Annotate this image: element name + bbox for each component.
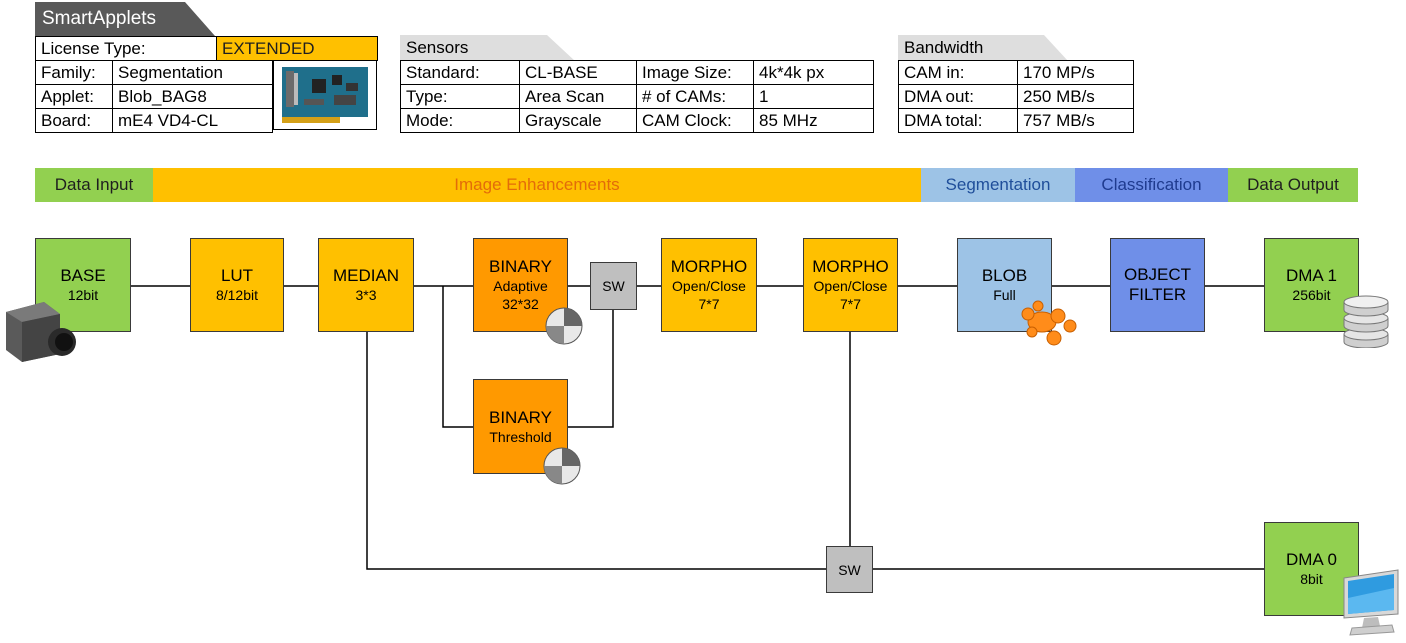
morpho1-title: MORPHO bbox=[670, 257, 748, 276]
database-icon bbox=[1340, 292, 1392, 349]
applet-info-table: License Type: EXTENDED bbox=[35, 36, 378, 61]
morpho2-sub2: 7*7 bbox=[839, 296, 862, 312]
dma1-sub: 256bit bbox=[1292, 287, 1331, 303]
monitor-icon bbox=[1338, 568, 1404, 638]
binary-adaptive-sub2: 32*32 bbox=[502, 296, 539, 312]
frame-grabber-board-icon bbox=[273, 60, 377, 130]
standard-value: CL-BASE bbox=[519, 60, 637, 85]
binary-threshold-title: BINARY bbox=[489, 407, 552, 427]
switch-2[interactable]: SW bbox=[826, 546, 873, 593]
sensors-title: Sensors bbox=[400, 35, 575, 61]
applet-value: Blob_BAG8 bbox=[112, 84, 273, 109]
binary-adaptive-sub1: Adaptive bbox=[493, 278, 548, 294]
binary-adaptive-block[interactable]: BINARY Adaptive 32*32 bbox=[473, 238, 568, 332]
board-value: mE4 VD4-CL bbox=[112, 108, 273, 133]
phase-image-enhancements: Image Enhancements bbox=[153, 168, 921, 202]
base-title: BASE bbox=[60, 266, 106, 285]
dma-out-value: 250 MB/s bbox=[1017, 84, 1134, 109]
type-label: Type: bbox=[400, 84, 520, 109]
lut-title: LUT bbox=[220, 266, 254, 285]
grayscale-disc-icon bbox=[542, 446, 582, 486]
blob-sub: Full bbox=[993, 287, 1016, 303]
morpho2-sub1: Open/Close bbox=[813, 278, 888, 294]
switch-1[interactable]: SW bbox=[590, 262, 637, 310]
lut-block[interactable]: LUT 8/12bit bbox=[190, 238, 284, 332]
object-filter-block[interactable]: OBJECT FILTER bbox=[1110, 238, 1205, 332]
dma0-block[interactable]: DMA 0 8bit bbox=[1264, 522, 1359, 616]
bandwidth-table: CAM in:170 MP/s DMA out:250 MB/s DMA tot… bbox=[898, 60, 1134, 133]
phase-data-output: Data Output bbox=[1228, 168, 1358, 202]
blob-title: BLOB bbox=[981, 266, 1028, 285]
median-sub: 3*3 bbox=[355, 287, 377, 303]
blob-icon bbox=[1018, 298, 1080, 348]
bandwidth-title: Bandwidth bbox=[898, 35, 1068, 61]
median-block[interactable]: MEDIAN 3*3 bbox=[318, 238, 414, 332]
dma1-title: DMA 1 bbox=[1285, 266, 1338, 285]
dma0-title: DMA 0 bbox=[1285, 550, 1338, 569]
lut-sub: 8/12bit bbox=[215, 287, 259, 303]
sensors-table: Standard: CL-BASE Image Size: 4k*4k px T… bbox=[400, 60, 874, 133]
type-value: Area Scan bbox=[519, 84, 637, 109]
mode-label: Mode: bbox=[400, 108, 520, 133]
object-filter-title1: OBJECT bbox=[1123, 265, 1192, 284]
binary-threshold-sub: Threshold bbox=[489, 428, 552, 445]
camera-icon bbox=[4, 300, 80, 364]
dma-total-label: DMA total: bbox=[898, 108, 1018, 133]
binary-adaptive-title: BINARY bbox=[489, 257, 552, 276]
phase-segmentation: Segmentation bbox=[921, 168, 1075, 202]
dma-out-label: DMA out: bbox=[898, 84, 1018, 109]
morpho-block-1[interactable]: MORPHO Open/Close 7*7 bbox=[661, 238, 757, 332]
dma-total-value: 757 MB/s bbox=[1017, 108, 1134, 133]
smartapplets-title: SmartApplets bbox=[35, 2, 215, 36]
family-label: Family: bbox=[35, 60, 113, 85]
dma1-block[interactable]: DMA 1 256bit bbox=[1264, 238, 1359, 332]
morpho2-title: MORPHO bbox=[812, 257, 889, 276]
median-title: MEDIAN bbox=[332, 266, 400, 285]
morpho-block-2[interactable]: MORPHO Open/Close 7*7 bbox=[803, 238, 898, 332]
license-type-value: EXTENDED bbox=[216, 36, 378, 61]
cam-clock-value: 85 MHz bbox=[753, 108, 874, 133]
mode-value: Grayscale bbox=[519, 108, 637, 133]
cam-clock-label: CAM Clock: bbox=[636, 108, 754, 133]
phase-data-input: Data Input bbox=[35, 168, 153, 202]
base-block[interactable]: BASE 12bit bbox=[35, 238, 131, 332]
dma0-sub: 8bit bbox=[1300, 571, 1323, 587]
morpho1-sub2: 7*7 bbox=[698, 296, 720, 312]
phase-classification: Classification bbox=[1075, 168, 1228, 202]
board-label: Board: bbox=[35, 108, 113, 133]
morpho1-sub1: Open/Close bbox=[672, 278, 746, 294]
grayscale-disc-icon bbox=[544, 306, 584, 346]
base-sub: 12bit bbox=[67, 287, 99, 303]
object-filter-title2: FILTER bbox=[1128, 285, 1187, 304]
applet-details-table: Family:Segmentation Applet:Blob_BAG8 Boa… bbox=[35, 60, 273, 133]
